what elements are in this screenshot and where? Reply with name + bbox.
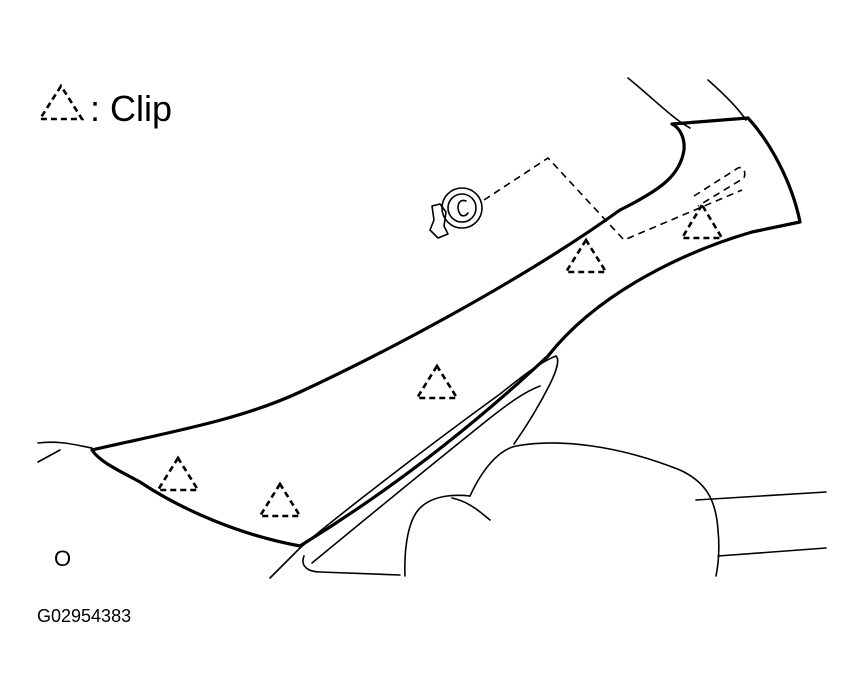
clip-base xyxy=(429,203,449,239)
legend: : Clip xyxy=(37,83,172,129)
clip-marker-1 xyxy=(679,202,725,240)
clip-head xyxy=(441,187,483,229)
legend-clip-icon xyxy=(37,83,85,121)
legend-label: : Clip xyxy=(90,88,172,129)
clip-marker-2 xyxy=(563,237,609,274)
clip-mark xyxy=(457,199,469,217)
clip-part xyxy=(429,187,483,239)
garnish-outline xyxy=(90,116,802,548)
clip-guide xyxy=(483,156,746,241)
clip-marker-5 xyxy=(257,481,303,518)
clip-head-inner xyxy=(447,193,477,223)
mount-slot xyxy=(693,166,746,207)
clip-marker-4 xyxy=(155,455,201,492)
clip-markers xyxy=(155,202,725,518)
figure-code: G02954383 xyxy=(37,606,131,626)
clip-marker-3 xyxy=(414,363,460,400)
view-marker: O xyxy=(54,546,71,571)
pillar-garnish xyxy=(90,116,802,548)
vehicle-body-lines xyxy=(37,77,827,579)
guide-line xyxy=(483,156,743,241)
